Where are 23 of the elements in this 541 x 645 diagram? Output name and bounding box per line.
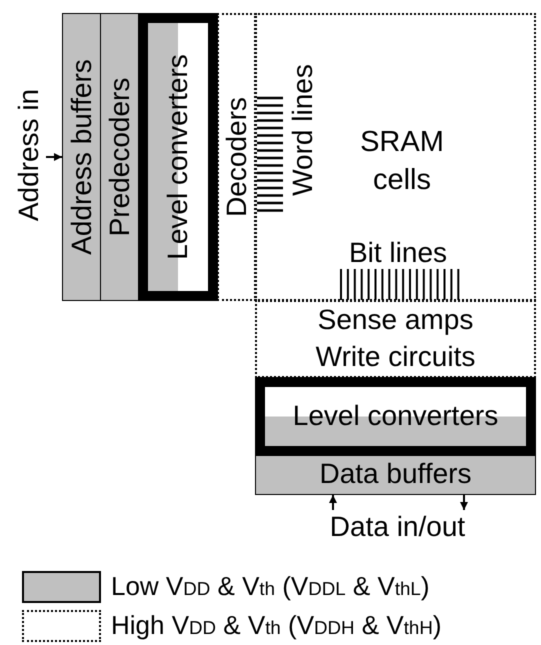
line-label: Bit lines [348,239,448,267]
level-converter-block [138,13,218,301]
block-label: Level converters [164,54,192,260]
block-label: Write circuits [314,343,476,372]
level-converter-block [255,377,536,456]
signal-label: Data in/out [285,510,510,544]
arrow [460,495,468,510]
block-label: Decoders [222,97,250,217]
block-label: Sense amps [316,306,474,334]
circuit-block [100,13,139,301]
circuit-block [217,13,256,301]
block-label: Predecoders [106,78,134,236]
block-label: Level converters [292,402,500,430]
arrow [46,153,62,161]
circuit-block [62,13,101,301]
circuit-block [255,13,536,301]
block-label: SRAM cells [359,125,445,198]
line-label: Word lines [289,64,317,196]
arrow [329,495,337,510]
block-label: Address buffers [68,59,96,255]
signal-label: Address in [12,75,46,235]
circuit-block [255,455,536,495]
block-label: Data buffers [318,460,473,488]
